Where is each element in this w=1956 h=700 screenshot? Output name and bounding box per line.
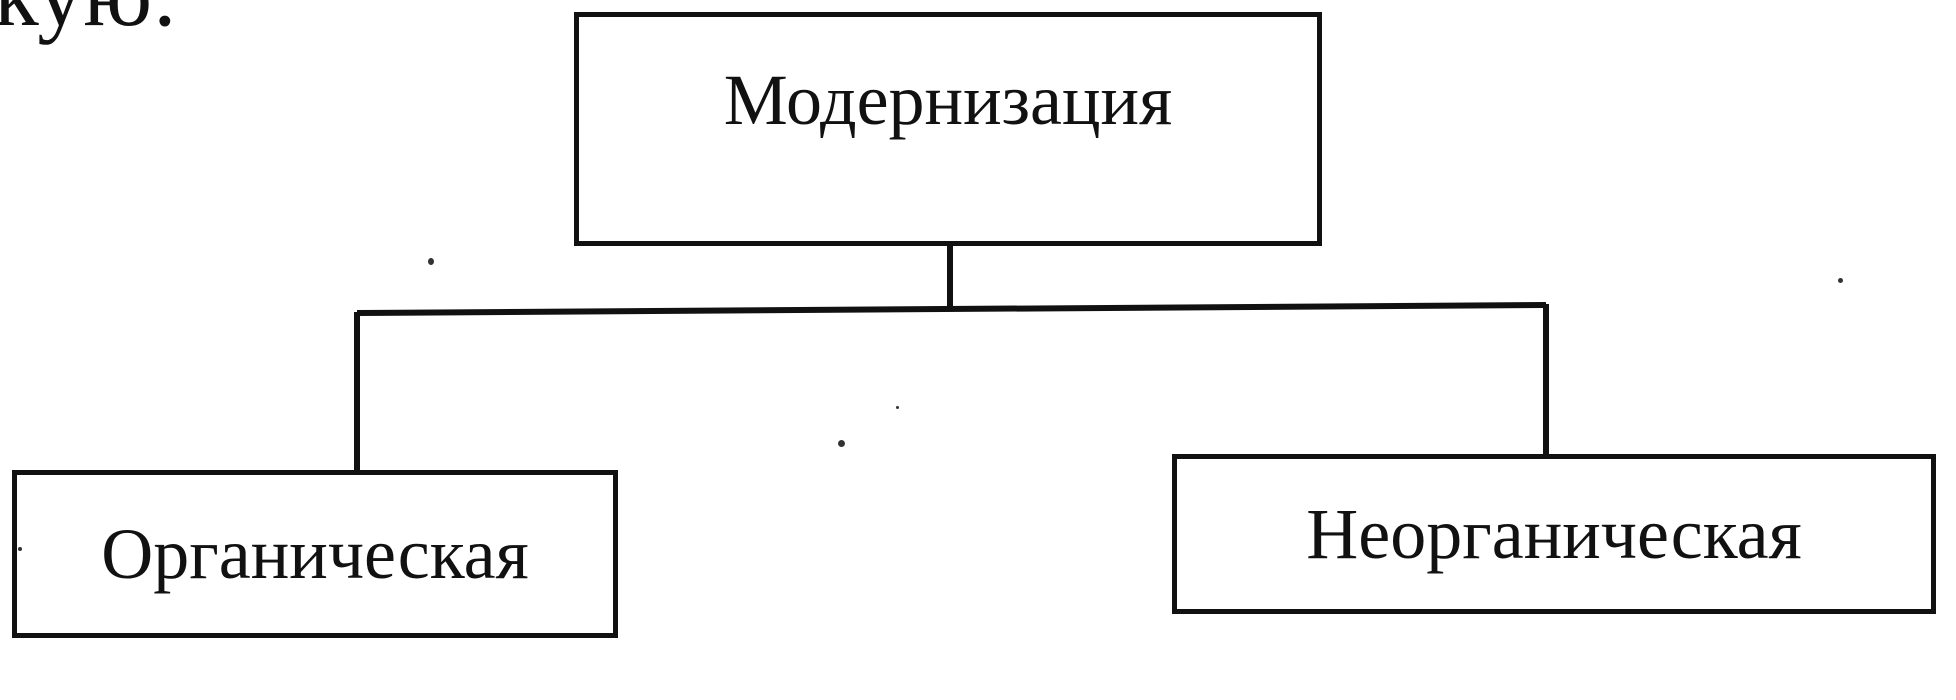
child-node-organic: Органическая: [12, 470, 618, 638]
child-node-inorganic: Неорганическая: [1172, 454, 1936, 614]
child-node-label-organic: Органическая: [101, 513, 529, 594]
child-node-label-inorganic: Неорганическая: [1306, 493, 1802, 574]
scan-speck: [896, 406, 899, 409]
scan-speck: [18, 547, 22, 551]
root-node-label: Модернизация: [723, 60, 1173, 140]
branch-line: [356, 302, 1547, 316]
scan-speck: [428, 258, 434, 265]
scan-speck: [1838, 278, 1843, 283]
scan-speck: [838, 440, 845, 447]
page-text-fragment: кую:: [0, 0, 178, 40]
root-node-modernization: Модернизация: [574, 12, 1322, 246]
